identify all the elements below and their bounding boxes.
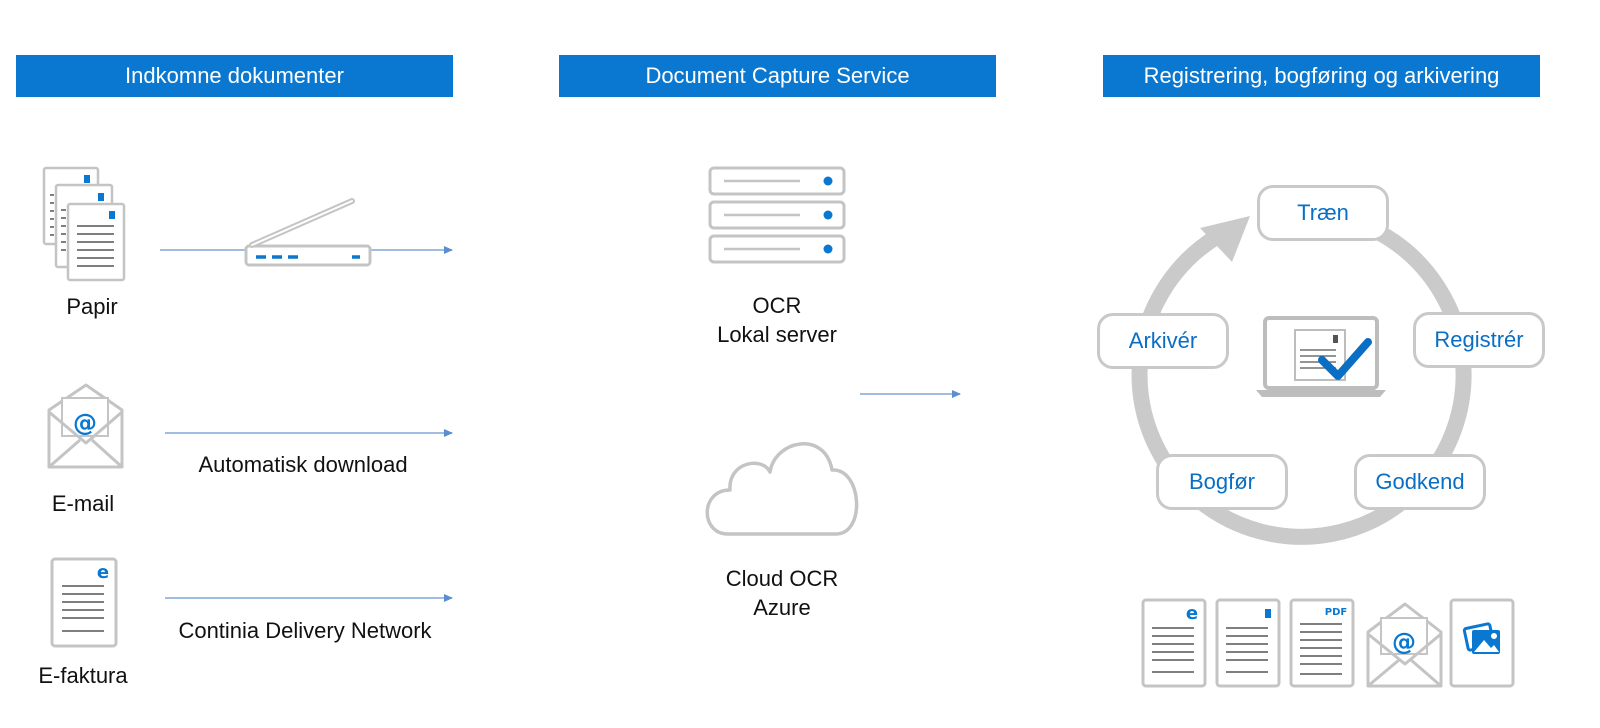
label-ocr-local: OCR Lokal server bbox=[697, 291, 857, 349]
label-email: E-mail bbox=[51, 491, 115, 516]
doc-type-image-icon bbox=[1449, 598, 1515, 688]
svg-text:PDF: PDF bbox=[1325, 607, 1347, 618]
cloud-icon bbox=[705, 442, 859, 536]
cycle-step-archive: Arkivér bbox=[1097, 313, 1229, 369]
cycle-step-post: Bogfør bbox=[1156, 454, 1288, 510]
header-registration: Registrering, bogføring og arkivering bbox=[1103, 55, 1540, 97]
server-icon bbox=[708, 166, 846, 264]
svg-text:e: e bbox=[97, 562, 109, 583]
paper-stack-icon bbox=[42, 166, 126, 282]
svg-text:@: @ bbox=[73, 409, 97, 437]
header-incoming-documents: Indkomne dokumenter bbox=[16, 55, 453, 97]
header-document-capture-service: Document Capture Service bbox=[559, 55, 996, 97]
doc-type-email-icon: @ bbox=[1366, 602, 1443, 688]
label-ocr-line1: OCR bbox=[752, 293, 802, 318]
svg-text:e: e bbox=[1186, 603, 1198, 624]
label-delivery-network: Continia Delivery Network bbox=[178, 618, 432, 643]
einvoice-document-icon: e bbox=[50, 557, 118, 648]
cycle-step-register: Registrér bbox=[1413, 312, 1545, 368]
label-cloud-line1: Cloud OCR bbox=[725, 566, 839, 591]
svg-text:@: @ bbox=[1392, 628, 1416, 656]
label-paper: Papir bbox=[66, 294, 118, 319]
label-ocr-line2: Lokal server bbox=[717, 322, 837, 347]
doc-type-einvoice-icon: e bbox=[1141, 598, 1207, 688]
cycle-step-approve: Godkend bbox=[1354, 454, 1486, 510]
label-cloud-line2: Azure bbox=[753, 595, 811, 620]
email-envelope-icon: @ bbox=[47, 383, 124, 469]
label-ocr-cloud: Cloud OCR Azure bbox=[702, 564, 862, 622]
label-automatic-download: Automatisk download bbox=[198, 452, 408, 477]
doc-type-paper-icon bbox=[1215, 598, 1281, 688]
label-einvoice: E-faktura bbox=[38, 663, 128, 688]
doc-type-pdf-icon: PDF bbox=[1289, 598, 1355, 688]
cycle-step-train: Træn bbox=[1257, 185, 1389, 241]
laptop-check-icon bbox=[1256, 316, 1386, 397]
scanner-icon bbox=[244, 198, 372, 267]
